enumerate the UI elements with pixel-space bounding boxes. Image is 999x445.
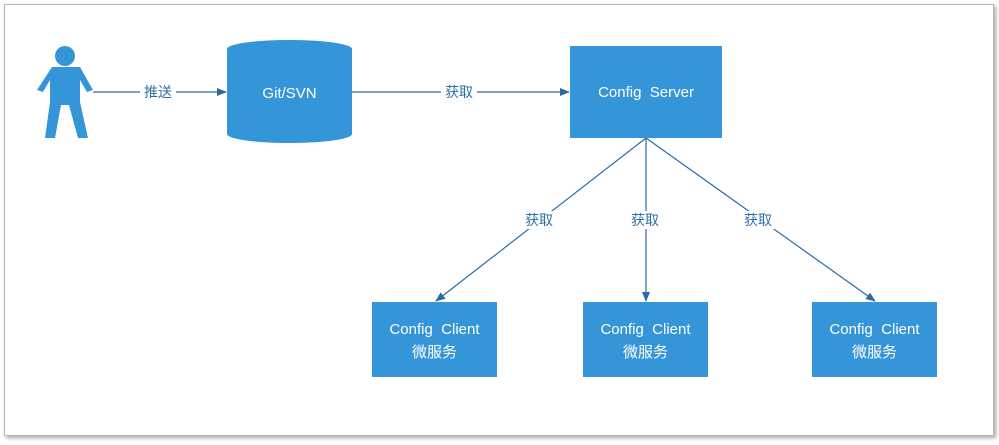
fetch-client-3-label: 获取: [744, 213, 772, 229]
server-label: Config Server: [598, 84, 694, 101]
repo-label: Git/SVN: [262, 85, 316, 102]
config-client-box-2: Config Client 微服务: [583, 302, 708, 377]
config-client-box-1: Config Client 微服务: [372, 302, 497, 377]
push-label: 推送: [144, 85, 172, 101]
fetch-client-1-label: 获取: [525, 213, 553, 229]
config-client-box-3: Config Client 微服务: [812, 302, 937, 377]
fetch-client-2-label: 获取: [631, 213, 659, 229]
client-2-subtitle: 微服务: [623, 344, 668, 361]
git-svn-repository: Git/SVN: [227, 40, 352, 143]
fetch-repo-label: 获取: [445, 85, 473, 101]
client-1-subtitle: 微服务: [412, 344, 457, 361]
client-2-title: Config Client: [600, 321, 691, 338]
client-3-title: Config Client: [829, 321, 920, 338]
config-server-box: Config Server: [570, 46, 722, 138]
person-icon: [37, 46, 93, 138]
client-3-subtitle: 微服务: [852, 344, 897, 361]
client-1-title: Config Client: [389, 321, 480, 338]
